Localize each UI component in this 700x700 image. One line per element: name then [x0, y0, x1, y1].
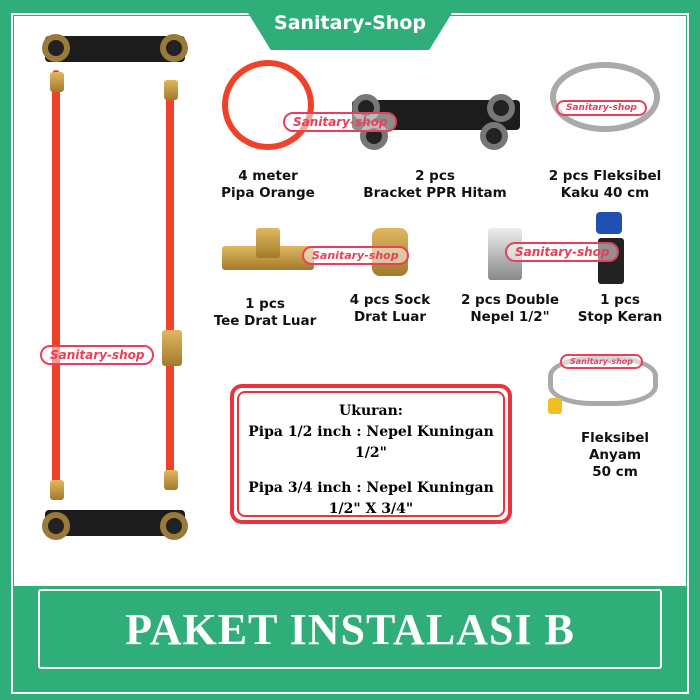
- size-line: Pipa 3/4 inch : Nepel Kuningan: [248, 480, 494, 496]
- watermark: Sanitary-shop: [40, 345, 155, 365]
- package-title-banner: PAKET INSTALASI B: [38, 589, 662, 669]
- watermark: Sanitary-shop: [302, 246, 409, 265]
- size-info-box: Ukuran: Pipa 1/2 inch : Nepel Kuningan 1…: [230, 384, 512, 524]
- watermark: Sanitary-shop: [556, 100, 647, 116]
- orange-pipe-image: [222, 60, 314, 150]
- shop-tab: [240, 0, 460, 50]
- watermark: Sanitary-shop: [283, 112, 398, 132]
- watermark: Sanitary-shop: [560, 354, 643, 369]
- size-line: 1/2" X 3/4": [328, 501, 414, 517]
- shop-name: Sanitary-Shop: [274, 12, 426, 34]
- flexible-hose-image: [550, 62, 660, 132]
- size-line: Pipa 1/2 inch : Nepel Kuningan 1/2": [248, 424, 494, 461]
- size-title: Ukuran:: [339, 403, 403, 419]
- watermark: Sanitary-shop: [505, 242, 620, 262]
